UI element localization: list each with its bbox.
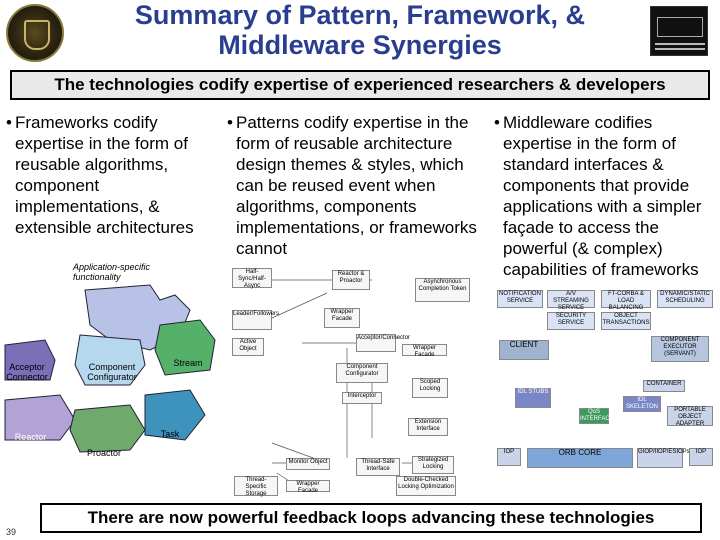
- orb-service-box: SECURITY SERVICE: [547, 312, 595, 330]
- orb-service-box: NOTIFICATION SERVICE: [497, 290, 543, 308]
- puzzle-piece-acceptor-connector: Acceptor Connector: [6, 362, 48, 382]
- pattern-box: Strategized Locking: [412, 456, 454, 474]
- pattern-box: Component Configurator: [336, 363, 388, 383]
- pattern-box: Active Object: [232, 338, 264, 356]
- puzzle-piece-stream: Stream: [173, 358, 203, 368]
- puzzle-piece-component-configurator: Component Configurator: [87, 362, 137, 382]
- pattern-language-diagram: Half-Sync/Half-Async Reactor & Proactor …: [232, 268, 492, 500]
- qos-interface-box: QoS INTERFACE: [579, 408, 614, 424]
- footer-banner: There are now powerful feedback loops ad…: [40, 503, 702, 533]
- bullet-dot-icon: •: [227, 113, 233, 132]
- bullet-middleware: • Middleware codifies expertise in the f…: [494, 112, 718, 280]
- giop-box: GIOP/IIOP/ESIOPs: [637, 448, 690, 468]
- university-seal-logo: [6, 4, 64, 62]
- pattern-box: Thread-Safe Interface: [356, 458, 400, 476]
- institute-logo: [650, 6, 708, 56]
- bullet-dot-icon: •: [6, 113, 12, 132]
- pattern-box: Wrapper Facade: [402, 344, 447, 358]
- poa-box: PORTABLE OBJECT ADAPTER: [667, 406, 713, 427]
- component-executor-box: COMPONENT EXECUTOR (SERVANT): [651, 336, 709, 362]
- pattern-box: Wrapper Facade: [286, 480, 330, 494]
- pattern-box: Asynchronous Completion Token: [415, 278, 470, 302]
- bullet-patterns: • Patterns codify expertise in the form …: [227, 112, 481, 259]
- pattern-box: Reactor & Proactor: [332, 270, 370, 290]
- pattern-box: Scoped Locking: [412, 378, 448, 398]
- pattern-box: Half-Sync/Half-Async: [232, 268, 272, 289]
- idl-stubs-box: IDL STUBS: [515, 388, 551, 408]
- bullet-frameworks: • Frameworks codify expertise in the for…: [6, 112, 215, 238]
- subtitle-banner: The technologies codify expertise of exp…: [10, 70, 710, 100]
- middleware-orb-diagram: NOTIFICATION SERVICE A/V STREAMING SERVI…: [493, 288, 718, 498]
- pattern-box: Interceptor: [342, 392, 382, 404]
- slide-title: Summary of Pattern, Framework, & Middlew…: [134, 0, 586, 60]
- pattern-box: Acceptor/Connector: [356, 334, 410, 352]
- orb-service-box: OBJECT TRANSACTIONS: [601, 312, 651, 330]
- orb-service-box: A/V STREAMING SERVICE: [547, 290, 595, 311]
- orb-service-box: FT-CORBA & LOAD BALANCING: [601, 290, 651, 311]
- bullet-text: Frameworks codify expertise in the form …: [15, 113, 194, 237]
- orb-service-box: DYNAMIC/STATIC SCHEDULING: [657, 290, 713, 308]
- pattern-box: Extension Interface: [408, 418, 448, 436]
- orb-core-box: ORB CORE: [527, 448, 633, 468]
- pattern-box: Double-Checked Locking Optimization: [396, 476, 456, 496]
- container-box: CONTAINER: [643, 380, 685, 392]
- pattern-box: Leader/Followers: [232, 310, 279, 330]
- bullet-dot-icon: •: [494, 113, 500, 132]
- puzzle-piece-task: Task: [160, 429, 180, 439]
- iop-box: IOP: [689, 448, 713, 466]
- puzzle-diagram: [4, 284, 216, 453]
- app-specific-label: Application-specific functionality: [73, 262, 151, 282]
- bullet-text: Middleware codifies expertise in the for…: [503, 113, 702, 279]
- idl-skeleton-box: IDL SKELETON: [623, 396, 661, 412]
- bullet-text: Patterns codify expertise in the form of…: [236, 113, 477, 258]
- client-box: CLIENT: [499, 340, 549, 360]
- puzzle-piece-reactor: Reactor: [14, 432, 47, 442]
- pattern-box: Wrapper Facade: [324, 308, 360, 328]
- pattern-box: Thread-Specific Storage: [234, 476, 278, 497]
- iop-box: IOP: [497, 448, 521, 466]
- page-number: 39: [6, 527, 17, 537]
- pattern-box: Monitor Object: [286, 458, 330, 470]
- puzzle-piece-proactor: Proactor: [86, 448, 121, 458]
